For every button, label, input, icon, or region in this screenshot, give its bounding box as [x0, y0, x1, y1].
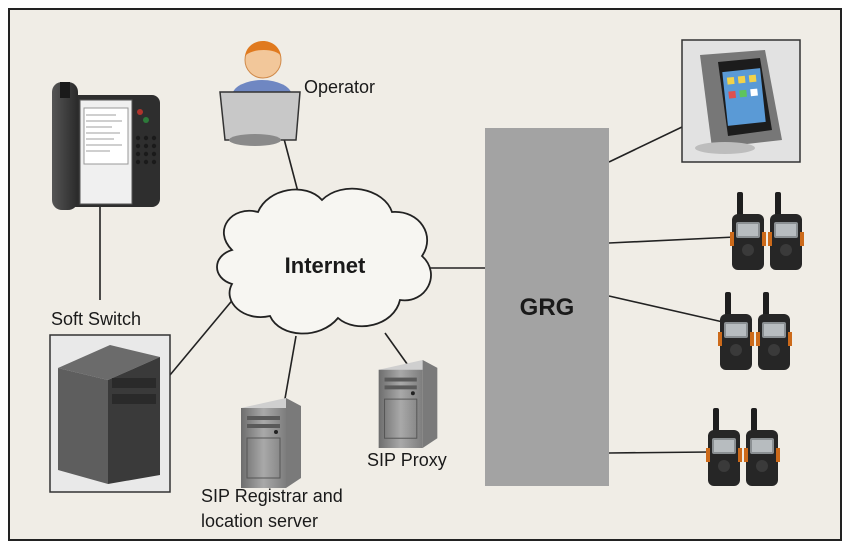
soft-switch-server — [49, 334, 171, 493]
grg-block: GRG — [485, 128, 609, 486]
internet-cloud: Internet — [216, 187, 432, 335]
desk-phone-icon — [52, 82, 160, 210]
monitor-icon — [219, 91, 301, 146]
walkie-talkie-icon — [744, 408, 780, 486]
line-operator-to-internet — [282, 134, 299, 193]
line-internet-to-proxy — [384, 332, 411, 369]
operator-label: Operator — [304, 77, 375, 97]
line-grg-to-radio-1 — [608, 236, 736, 244]
line-grg-to-radio-2 — [608, 295, 724, 323]
smartphone-icon — [681, 39, 801, 163]
walkie-talkie-icon — [706, 408, 742, 486]
walkie-talkie-icon — [768, 192, 804, 270]
sip-registrar-label-line2: location server — [201, 511, 318, 531]
line-internet-to-registrar — [282, 335, 297, 411]
connection-lines — [99, 126, 736, 454]
server-icon — [240, 398, 302, 488]
grg-label: GRG — [520, 294, 575, 321]
line-grg-to-radio-3 — [608, 451, 711, 454]
walkie-talkie-group-1 — [730, 192, 804, 270]
internet-label: Internet — [285, 253, 366, 278]
line-grg-to-smartphone — [608, 126, 683, 163]
walkie-talkie-icon — [718, 292, 754, 370]
walkie-talkie-group-2 — [718, 292, 792, 370]
walkie-talkie-icon — [730, 192, 766, 270]
soft-switch-label: Soft Switch — [51, 309, 141, 329]
server-icon — [378, 360, 438, 448]
walkie-talkie-icon — [756, 292, 792, 370]
walkie-talkie-group-3 — [706, 408, 780, 486]
sip-registrar-label-line1: SIP Registrar and — [201, 486, 343, 506]
sip-proxy-label: SIP Proxy — [367, 450, 447, 470]
